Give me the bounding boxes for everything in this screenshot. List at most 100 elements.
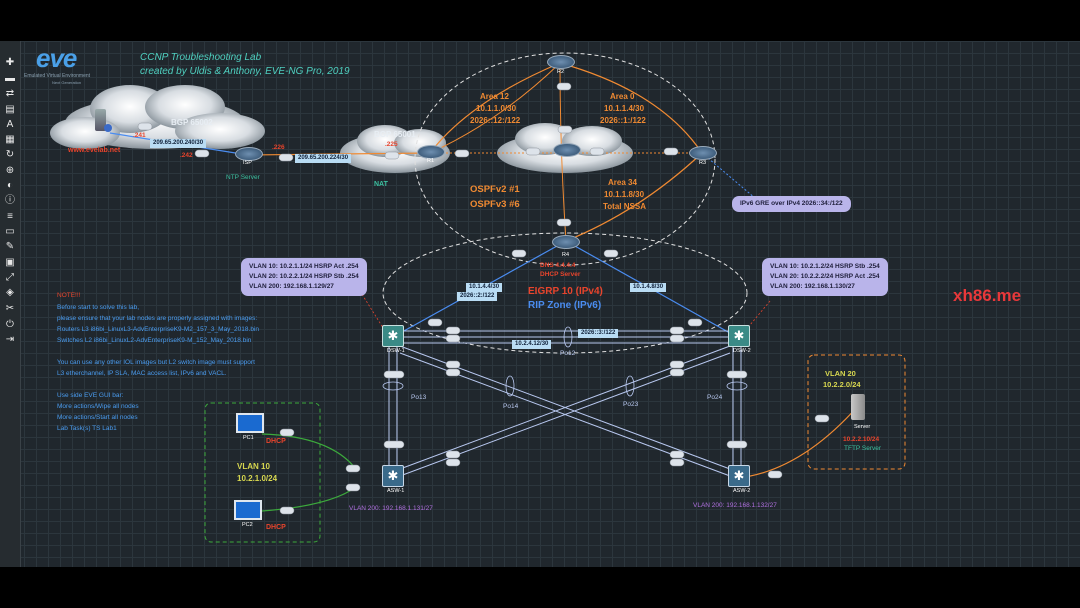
dsw1-switch-icon[interactable]: ✱: [382, 325, 404, 347]
dsw2-switch-icon[interactable]: ✱: [728, 325, 750, 347]
pc2-dhcp: DHCP: [266, 524, 286, 531]
nat-label: NAT: [374, 181, 388, 188]
text-icon[interactable]: A: [6, 119, 14, 130]
server-icon[interactable]: [851, 394, 865, 420]
docs-icon[interactable]: ▭: [5, 226, 15, 237]
nodes-icon[interactable]: ▬: [5, 73, 15, 84]
net-v6-2: 2026::2:/122: [457, 292, 498, 301]
labs-icon[interactable]: ≡: [7, 211, 13, 222]
r4-router-icon[interactable]: [552, 235, 580, 249]
vlan20-net: 10.2.2.0/24: [823, 380, 861, 389]
logout-icon[interactable]: ⇥: [5, 334, 15, 345]
isp-router-icon[interactable]: [235, 147, 263, 161]
rip-label: RIP Zone (IPv6): [528, 300, 602, 311]
hide-icon[interactable]: ◈: [6, 287, 14, 298]
r2-router-icon[interactable]: [547, 55, 575, 69]
po13-label: Po13: [411, 394, 427, 401]
r2-label: R2: [557, 69, 565, 75]
r4-label: R4: [562, 252, 570, 258]
eve-sub: Next Generation: [52, 80, 82, 85]
note-line: L3 etherchannel, IP SLA, MAC access list…: [57, 370, 227, 377]
r4-dhcp: DHCP Server: [540, 271, 581, 278]
asw2-switch-icon[interactable]: ✱: [728, 465, 750, 487]
r3-router-icon[interactable]: [689, 146, 717, 160]
r3-label: R3: [699, 160, 707, 166]
host-226: .226: [272, 144, 285, 151]
watermark-text: xh86.me: [953, 286, 1022, 305]
area0-net: 10.1.1.4/30: [604, 104, 645, 113]
asw1-switch-icon[interactable]: ✱: [382, 465, 404, 487]
pc1-label: PC1: [243, 435, 254, 441]
status-icon[interactable]: ◐: [6, 180, 14, 191]
note-line: Before start to solve this lab,: [57, 304, 140, 311]
r1-label: R1: [427, 158, 435, 164]
web-server-icon[interactable]: [95, 109, 106, 131]
host-242: .242: [180, 152, 193, 159]
info-icon[interactable]: ⓘ: [5, 195, 15, 206]
ospfv3-label: OSPFv3 #6: [470, 199, 520, 210]
dsw1-hsrp-box: VLAN 10: 10.2.1.1/24 HSRP Act .254 VLAN …: [241, 258, 367, 296]
gre-pointer: [701, 152, 763, 205]
vlan20-zone: [807, 354, 906, 470]
lock-icon[interactable]: ▣: [5, 257, 15, 268]
networks-icon[interactable]: ⇄: [5, 88, 15, 99]
chat-icon[interactable]: ✎: [5, 241, 15, 252]
dsw2-line-3: VLAN 200: 192.168.1.130/27: [770, 283, 855, 290]
note-line: You can use any other IOL images but L2 …: [57, 359, 255, 366]
dsw1-line-3: VLAN 200: 192.168.1.129/27: [249, 283, 334, 290]
add-icon[interactable]: ✚: [5, 57, 15, 68]
server-label: Server: [854, 424, 871, 430]
po23-label: Po23: [623, 401, 639, 408]
globe-icon: [104, 124, 112, 132]
net-209-224: 209.65.200.224/30: [295, 154, 352, 163]
pictures-icon[interactable]: ▦: [5, 134, 15, 145]
host-241: .241: [133, 132, 146, 139]
dsw2-line-1: VLAN 10: 10.2.1.2/24 HSRP Stb .254: [770, 263, 880, 270]
area0-v6: 2026::1:/122: [600, 116, 646, 125]
refresh-icon[interactable]: ↻: [5, 149, 15, 160]
net-10-2-4-12: 10.2.4.12/30: [512, 340, 552, 349]
pc2-icon[interactable]: [234, 500, 262, 520]
pc2-label: PC2: [242, 522, 253, 528]
eigrp-rip-zone: [382, 232, 748, 354]
eve-logo: eve: [36, 43, 77, 73]
eve-sidebar: ✚ ▬ ⇄ ▤ A ▦ ↻ ⊕ ◐ ⓘ ≡ ▭ ✎ ▣ ⤢ ◈ ✂ ⏻ ⇥: [0, 41, 21, 567]
theme-icon[interactable]: ✂: [5, 303, 15, 314]
zoom-icon[interactable]: ⊕: [5, 165, 15, 176]
link-pc2-asw1: [261, 486, 357, 512]
pc1-icon[interactable]: [236, 413, 264, 433]
power-icon[interactable]: ⏻: [6, 319, 14, 330]
dsw1-box-pointer: [359, 290, 386, 332]
net-10-1-4-4: 10.1.4.4/30: [466, 283, 503, 292]
area12-v6: 2026::12:/122: [470, 116, 521, 125]
gre-box: IPv6 GRE over IPv4 2026::34:/122: [732, 196, 851, 212]
eigrp-label: EIGRP 10 (IPv4): [528, 286, 603, 297]
vlan10-name: VLAN 10: [237, 462, 270, 471]
asw1-label: ASW-1: [387, 488, 405, 494]
link-r2-r3: [559, 62, 703, 154]
fullscreen-icon[interactable]: ⤢: [6, 272, 14, 283]
interface-bubbles: [137, 82, 830, 515]
note-line: please ensure that your lab nodes are pr…: [57, 315, 258, 322]
vlan10-net: 10.2.1.0/24: [237, 474, 278, 483]
asw2-label: ASW-2: [733, 488, 751, 494]
evelab-link[interactable]: www.evelab.net: [68, 147, 121, 154]
po23-oval: [625, 375, 635, 397]
ntp-label: NTP Server: [226, 174, 260, 181]
ospfv2-label: OSPFv2 #1: [470, 184, 520, 195]
r1-router-icon[interactable]: [417, 145, 445, 159]
note-line: More actions/Wipe all nodes: [57, 403, 139, 410]
pc1-dhcp: DHCP: [266, 438, 286, 445]
dsw2-label: DSW-2: [733, 348, 751, 354]
note-line: More actions/Start all nodes: [57, 414, 138, 421]
note-line: Switches L2 i86bi_LinuxL2-AdvEnterpriseK…: [57, 337, 252, 344]
ospf-zone: [414, 52, 716, 266]
po14-oval: [505, 375, 515, 397]
asw1-vlan: VLAN 200: 192.168.1.131/27: [349, 505, 433, 512]
area0-router-icon: [553, 143, 581, 157]
note-title: NOTE!!!: [57, 292, 81, 299]
dsw2-hsrp-box: VLAN 10: 10.2.1.2/24 HSRP Stb .254 VLAN …: [762, 258, 888, 296]
startup-configs-icon[interactable]: ▤: [5, 104, 15, 115]
area12-title: Area 12: [480, 92, 509, 101]
link-asw2-server: [737, 405, 859, 479]
